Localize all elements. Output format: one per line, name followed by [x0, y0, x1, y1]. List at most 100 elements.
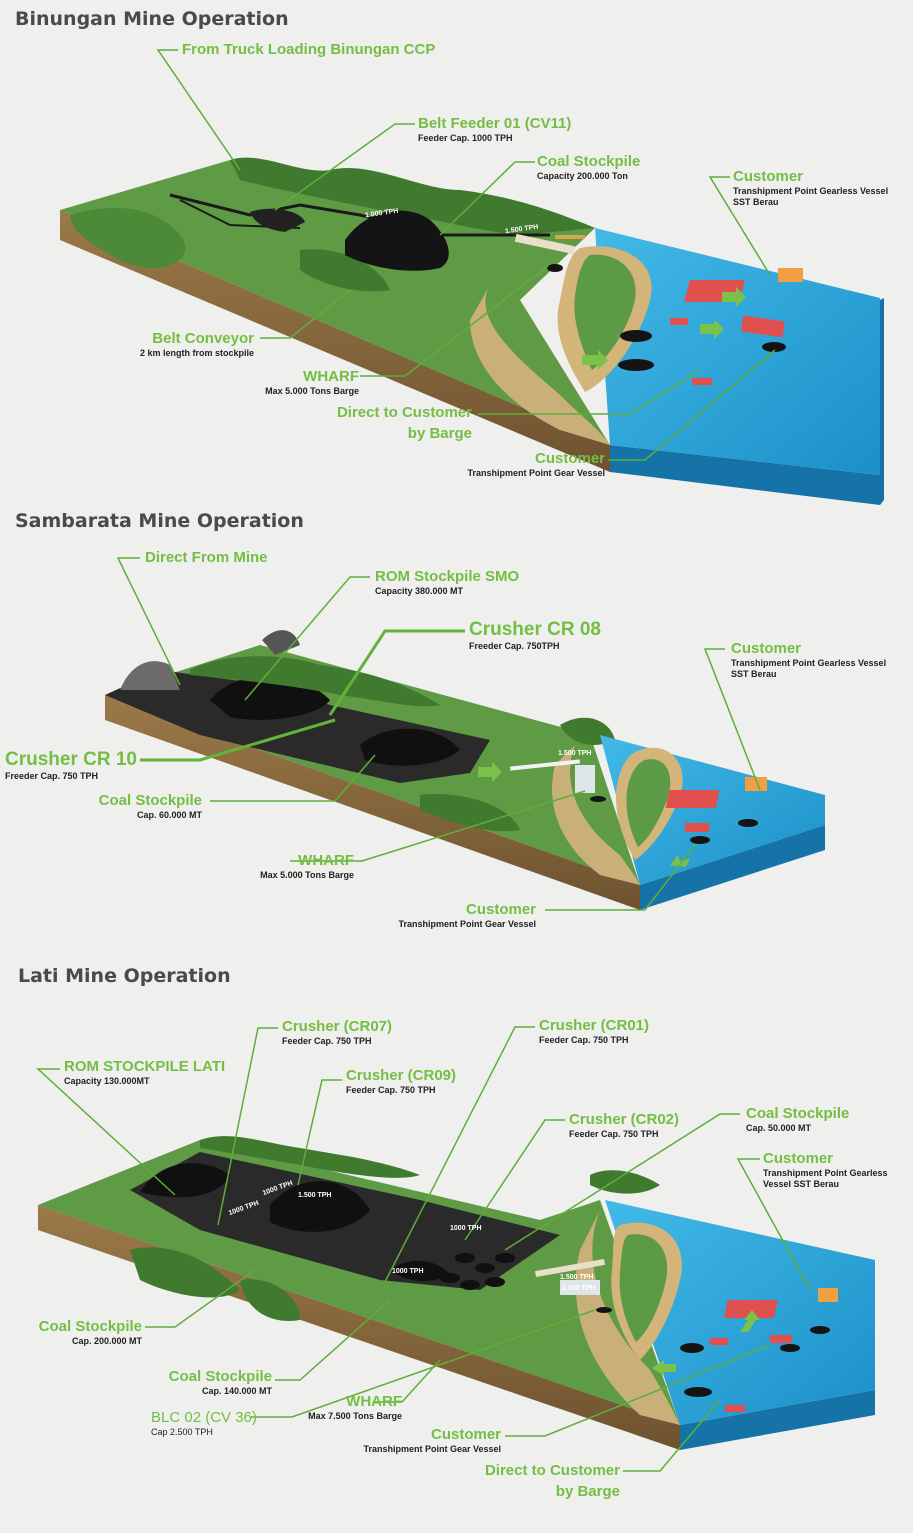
- wharf-label: WHARF Max 5.000 Tons Barge: [260, 853, 354, 880]
- rom-stockpile-title: ROM Stockpile SMO: [375, 568, 520, 585]
- customer-gearless-title: Customer: [733, 168, 804, 185]
- direct-mine-title: Direct From Mine: [145, 549, 268, 566]
- coal-stockpile-200-label: Coal Stockpile Cap. 200.000 MT: [39, 1319, 142, 1346]
- blc-sub: Cap 2.500 TPH: [151, 1426, 213, 1437]
- crusher-09-title: Crusher (CR09): [346, 1067, 457, 1084]
- from-truck-label: From Truck Loading Binungan CCP: [182, 42, 435, 58]
- lati-panel: Lati Mine Operation ROM STOCKPILE LATI C…: [0, 960, 913, 1533]
- wharf-label: WHARF Max 7.500 Tons Barge: [308, 1394, 402, 1421]
- crusher-09-label: Crusher (CR09) Feeder Cap. 750 TPH: [346, 1068, 456, 1095]
- wharf-label: WHARF Max 5.000 Tons Barge: [265, 369, 359, 396]
- tph-label: 1.500 TPH: [560, 1274, 594, 1281]
- coal-stockpile-title: Coal Stockpile: [98, 792, 202, 809]
- belt-conveyor-label: Belt Conveyor 2 km length from stockpile: [140, 331, 254, 358]
- tph-label: 1000 TPH: [450, 1225, 482, 1232]
- direct-mine-label: Direct From Mine: [145, 550, 268, 566]
- sambarata-title: Sambarata Mine Operation: [15, 510, 304, 532]
- rom-stockpile-sub: Capacity 380.000 MT: [375, 585, 464, 596]
- customer-gearless-label: Customer Transhipment Point Gearless Ves…: [763, 1151, 888, 1190]
- crusher-01-sub: Feeder Cap. 750 TPH: [539, 1034, 629, 1045]
- from-truck-title: From Truck Loading Binungan CCP: [182, 41, 436, 58]
- direct-barge-line1: Direct to Customer: [484, 1462, 620, 1479]
- coal-stockpile-title: Coal Stockpile: [537, 153, 641, 170]
- belt-feeder-title: Belt Feeder 01 (CV11): [418, 115, 572, 132]
- tph-label: 1000 TPH: [392, 1268, 424, 1275]
- customer-gearless-sub2: Vessel SST Berau: [763, 1179, 840, 1190]
- customer-gear-title: Customer: [430, 1426, 501, 1443]
- sambarata-panel: Sambarata Mine Operation Direct From Min…: [0, 505, 913, 960]
- customer-gear-label: Customer Transhipment Point Gear Vessel: [363, 1427, 501, 1454]
- coal-stockpile-label: Coal Stockpile Cap. 60.000 MT: [99, 793, 202, 820]
- wharf-sub: Max 5.000 Tons Barge: [260, 869, 354, 880]
- direct-barge-label: Direct to Customer by Barge: [337, 405, 472, 442]
- coal-stockpile-50-sub: Cap. 50.000 MT: [746, 1122, 812, 1133]
- wharf-title: WHARF: [346, 1393, 402, 1410]
- wharf-title: WHARF: [303, 368, 359, 385]
- crusher-10-title: Crusher CR 10: [5, 749, 137, 770]
- crusher-10-label: Crusher CR 10 Freeder Cap. 750 TPH: [5, 750, 137, 781]
- coal-stockpile-140-sub: Cap. 140.000 MT: [201, 1385, 272, 1396]
- belt-conveyor-sub: 2 km length from stockpile: [139, 347, 254, 358]
- tph-label: 2.500 TPH: [562, 1285, 596, 1292]
- customer-gear-label: Customer Transhipment Point Gear Vessel: [398, 902, 536, 929]
- direct-barge-line2: by Barge: [407, 424, 472, 442]
- wharf-title: WHARF: [298, 852, 354, 869]
- crusher-10-sub: Freeder Cap. 750 TPH: [5, 770, 99, 781]
- coal-stockpile-sub: Cap. 60.000 MT: [136, 809, 202, 820]
- customer-gearless-title: Customer: [731, 640, 802, 657]
- direct-barge-line1: Direct to Customer: [336, 404, 472, 421]
- wharf-sub: Max 7.500 Tons Barge: [308, 1410, 402, 1421]
- crusher-09-sub: Feeder Cap. 750 TPH: [346, 1084, 436, 1095]
- coal-stockpile-140-title: Coal Stockpile: [168, 1368, 272, 1385]
- belt-feeder-label: Belt Feeder 01 (CV11) Feeder Cap. 1000 T…: [418, 116, 571, 143]
- lati-title: Lati Mine Operation: [18, 965, 231, 987]
- crusher-07-title: Crusher (CR07): [282, 1018, 393, 1035]
- customer-gear-sub: Transhipment Point Gear Vessel: [363, 1443, 501, 1454]
- direct-barge-line2: by Barge: [555, 1482, 620, 1500]
- customer-gear-title: Customer: [465, 901, 536, 918]
- rom-stockpile-sub: Capacity 130.000MT: [64, 1075, 150, 1086]
- customer-gearless-title: Customer: [763, 1150, 834, 1167]
- binungan-panel: Binungan Mine Operation From Truck Loadi…: [0, 0, 913, 505]
- wharf-sub: Max 5.000 Tons Barge: [265, 385, 359, 396]
- customer-gearless-sub1: Transhipment Point Gearless Vessel: [733, 185, 889, 196]
- rom-stockpile-title: ROM STOCKPILE LATI: [64, 1058, 226, 1075]
- binungan-title: Binungan Mine Operation: [15, 8, 289, 30]
- crusher-07-label: Crusher (CR07) Feeder Cap. 750 TPH: [282, 1019, 392, 1046]
- blc-label: BLC 02 (CV 36) Cap 2.500 TPH: [151, 1410, 257, 1437]
- tph-label: 1.500 TPH: [558, 750, 592, 757]
- rom-stockpile-label: ROM STOCKPILE LATI Capacity 130.000MT: [64, 1059, 225, 1086]
- coal-stockpile-50-title: Coal Stockpile: [746, 1105, 850, 1122]
- customer-gear-label: Customer Transhipment Point Gear Vessel: [467, 451, 605, 478]
- customer-gearless-sub1: Transhipment Point Gearless: [763, 1167, 888, 1178]
- customer-gearless-sub2: SST Berau: [733, 197, 779, 208]
- direct-barge-label: Direct to Customer by Barge: [485, 1463, 620, 1500]
- customer-gear-title: Customer: [534, 450, 605, 467]
- customer-gearless-label: Customer Transhipment Point Gearless Ves…: [733, 169, 888, 208]
- customer-gear-sub: Transhipment Point Gear Vessel: [467, 467, 605, 478]
- belt-conveyor-title: Belt Conveyor: [152, 330, 254, 347]
- rom-stockpile-label: ROM Stockpile SMO Capacity 380.000 MT: [375, 569, 519, 596]
- crusher-07-sub: Feeder Cap. 750 TPH: [282, 1035, 372, 1046]
- coal-stockpile-sub: Capacity 200.000 Ton: [537, 170, 628, 181]
- crusher-02-label: Crusher (CR02) Feeder Cap. 750 TPH: [569, 1112, 679, 1139]
- customer-gearless-sub1: Transhipment Point Gearless Vessel: [731, 657, 887, 668]
- crusher-01-title: Crusher (CR01): [539, 1017, 650, 1034]
- crusher-08-title: Crusher CR 08: [469, 619, 601, 640]
- coal-stockpile-label: Coal Stockpile Capacity 200.000 Ton: [537, 154, 640, 181]
- crusher-08-label: Crusher CR 08 Freeder Cap. 750TPH: [469, 620, 601, 651]
- tph-label: 1.500 TPH: [298, 1192, 332, 1199]
- blc-title: BLC 02 (CV 36): [151, 1409, 257, 1426]
- customer-gearless-label: Customer Transhipment Point Gearless Ves…: [731, 641, 886, 680]
- crusher-02-sub: Feeder Cap. 750 TPH: [569, 1128, 659, 1139]
- crusher-08-sub: Freeder Cap. 750TPH: [469, 640, 560, 651]
- coal-stockpile-50-label: Coal Stockpile Cap. 50.000 MT: [746, 1106, 849, 1133]
- coal-stockpile-200-sub: Cap. 200.000 MT: [71, 1335, 142, 1346]
- crusher-02-title: Crusher (CR02): [569, 1111, 680, 1128]
- coal-stockpile-140-label: Coal Stockpile Cap. 140.000 MT: [169, 1369, 272, 1396]
- customer-gear-sub: Transhipment Point Gear Vessel: [398, 918, 536, 929]
- customer-gearless-sub2: SST Berau: [731, 669, 777, 680]
- crusher-01-label: Crusher (CR01) Feeder Cap. 750 TPH: [539, 1018, 649, 1045]
- belt-feeder-sub: Feeder Cap. 1000 TPH: [418, 132, 513, 143]
- coal-stockpile-200-title: Coal Stockpile: [38, 1318, 142, 1335]
